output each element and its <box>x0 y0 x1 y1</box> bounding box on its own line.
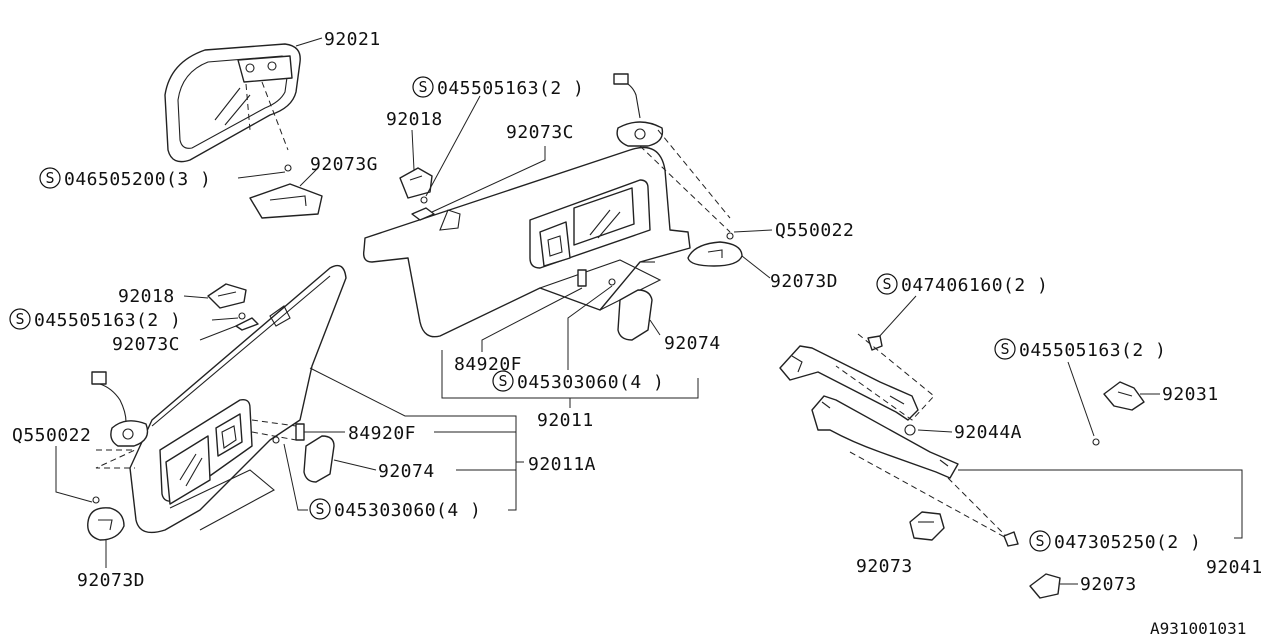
left-hook <box>207 283 259 331</box>
label-top-mirror-cover: 92074 <box>664 333 721 354</box>
label-top-plug: 84920F <box>454 354 522 375</box>
label-top-hook: 92018 <box>386 109 443 130</box>
left-screw2-label: S 045303060(4 ) <box>309 498 481 521</box>
grip-cap2 <box>1029 573 1061 599</box>
label-left-plug: 84920F <box>348 423 416 444</box>
assist-grip <box>811 395 1011 541</box>
label-mirror-cover: 92073G <box>310 154 378 175</box>
top-screw2-label: S 045303060(4 ) <box>492 370 664 393</box>
grip-side-screw-label: S 045505163(2 ) <box>994 338 1166 361</box>
left-visor-arm <box>91 371 149 469</box>
top-sun-visor <box>362 146 691 338</box>
grip-screw-top <box>867 335 883 351</box>
svg-text:S: S <box>882 275 891 293</box>
svg-text:045505163(2 ): 045505163(2 ) <box>34 310 181 331</box>
label-top-hook-cover: 92073C <box>506 122 574 143</box>
label-left-hook-cover: 92073C <box>112 334 180 355</box>
label-grip: 92041 <box>1206 557 1263 578</box>
left-clip-cover <box>87 507 125 541</box>
grip-cap <box>909 511 945 541</box>
label-grip-cap: 92073 <box>856 556 913 577</box>
label-grip-cap2: 92073 <box>1080 574 1137 595</box>
top-clip-cover <box>687 241 743 267</box>
label-top-visor: 92011 <box>537 410 594 431</box>
grip-bottom-screw-label: S 047305250(2 ) <box>1029 530 1201 553</box>
svg-text:S: S <box>15 310 24 328</box>
grip-bottom-screw <box>1003 531 1019 547</box>
svg-text:045303060(4 ): 045303060(4 ) <box>517 372 664 393</box>
svg-text:S: S <box>1000 340 1009 358</box>
svg-text:S: S <box>1035 532 1044 550</box>
label-top-clip-cover: 92073D <box>770 271 838 292</box>
top-plug <box>577 269 616 287</box>
left-mirror-cover <box>303 435 335 483</box>
assist-grip-upper <box>779 333 935 421</box>
left-screw-label: S 045505163(2 ) <box>9 308 181 331</box>
mirror-screw-label: S 046505200(3 ) <box>39 167 211 190</box>
diagram-id: A931001031 <box>1150 619 1246 638</box>
svg-text:045303060(4 ): 045303060(4 ) <box>334 500 481 521</box>
svg-text:S: S <box>418 78 427 96</box>
svg-text:S: S <box>315 500 324 518</box>
left-sun-visor <box>129 264 347 534</box>
mirror-cover <box>249 183 323 219</box>
label-top-clip-screw: Q550022 <box>775 220 854 241</box>
label-grip-a: 92044A <box>954 422 1022 443</box>
svg-text:S: S <box>45 169 54 187</box>
label-left-hook: 92018 <box>118 286 175 307</box>
label-left-clip-cover: 92073D <box>77 570 145 591</box>
label-left-clip-screw: Q550022 <box>12 425 91 446</box>
svg-text:047305250(2 ): 047305250(2 ) <box>1054 532 1201 553</box>
top-visor-arm <box>613 73 731 233</box>
svg-text:045505163(2 ): 045505163(2 ) <box>437 78 584 99</box>
top-screw-label: S 045505163(2 ) <box>412 76 584 99</box>
svg-text:047406160(2 ): 047406160(2 ) <box>901 275 1048 296</box>
label-left-mirror-cover: 92074 <box>378 461 435 482</box>
grip-bracket <box>1103 381 1145 411</box>
svg-text:046505200(3 ): 046505200(3 ) <box>64 169 211 190</box>
rear-view-mirror <box>164 43 301 172</box>
label-grip-bracket: 92031 <box>1162 384 1219 405</box>
top-mirror-cover <box>617 289 653 341</box>
svg-text:S: S <box>498 372 507 390</box>
grip-top-screw-label: S 047406160(2 ) <box>876 273 1048 296</box>
svg-text:045505163(2 ): 045505163(2 ) <box>1019 340 1166 361</box>
label-mirror: 92021 <box>324 29 381 50</box>
label-left-visor: 92011A <box>528 454 596 475</box>
top-hook <box>399 167 435 221</box>
